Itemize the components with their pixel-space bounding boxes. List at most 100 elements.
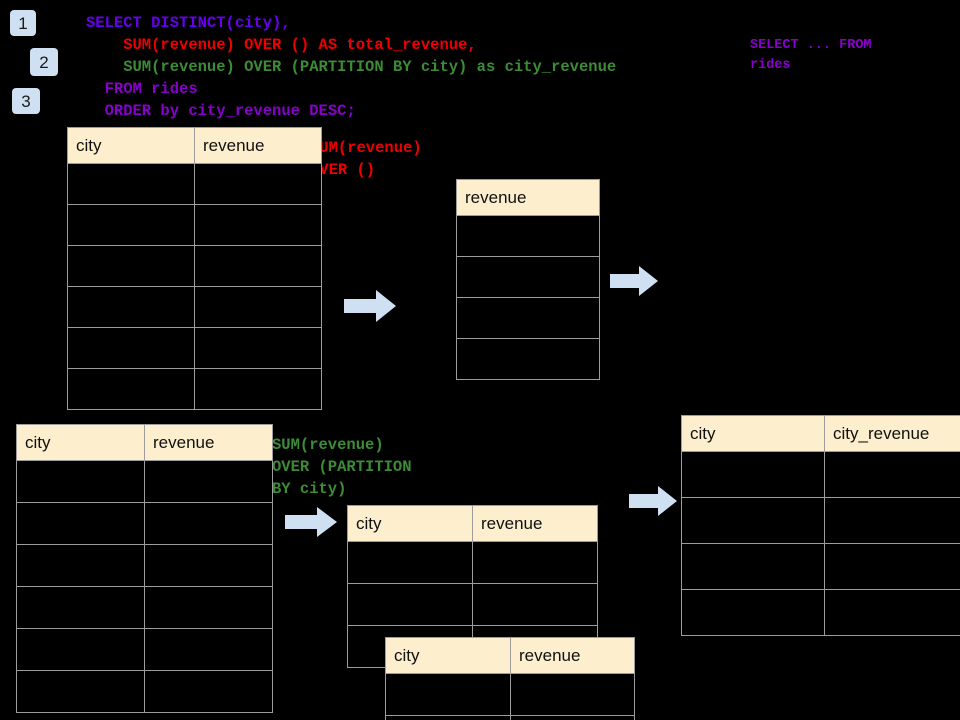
column-header-revenue: revenue [194,127,322,164]
column-header-revenue: revenue [510,637,635,674]
table-row [67,327,322,369]
table-row [456,256,600,298]
cell-city [16,586,145,629]
step-badge-3: 3 [12,88,40,114]
cell-city [67,245,195,287]
sql-line-order-by: ORDER by city_revenue DESC; [86,102,356,120]
table-row [16,544,273,587]
column-header-city-revenue: city_revenue [824,415,960,452]
table-header-row: city revenue [67,127,322,164]
arrow-right-icon-source-to-total [344,290,396,322]
table-row [681,589,960,636]
cell-city [16,670,145,713]
cell-city-revenue [824,589,960,636]
cell-revenue [194,286,322,328]
table-row [67,368,322,410]
table-row [456,338,600,380]
cell-city-revenue [824,543,960,590]
column-header-revenue: revenue [144,424,273,461]
table-row [16,628,273,671]
table-row [16,670,273,713]
cell-revenue [510,715,635,720]
column-header-city: city [385,637,511,674]
sql-line-select: SELECT DISTINCT(city), [86,14,291,32]
cell-city [347,583,473,626]
cell-city [681,497,825,544]
cell-revenue [194,245,322,287]
cell-revenue [472,583,598,626]
table-row [385,715,635,720]
column-header-city: city [16,424,145,461]
cell-city-revenue [824,497,960,544]
cell-city [681,589,825,636]
cell-revenue [144,502,273,545]
annotation-sum-over-partition: SUM(revenue) OVER (PARTITION BY city) [272,436,412,498]
cell-revenue [472,541,598,584]
annotation-sum-over-empty: SUM(revenue) OVER () [310,139,422,179]
cell-city [16,628,145,671]
table-row [681,543,960,590]
step-badge-2: 2 [30,48,58,76]
column-header-revenue: revenue [472,505,598,542]
column-header-revenue: revenue [456,179,600,216]
cell-revenue [456,256,600,298]
cell-city [681,543,825,590]
cell-revenue [194,163,322,205]
cell-city [67,286,195,328]
table-header-row: revenue [456,179,600,216]
cell-revenue [194,327,322,369]
arrow-right-icon-partition-to-result [629,486,677,516]
arrow-right-icon-total-to-result [610,266,658,296]
cell-revenue [510,673,635,716]
cell-city [16,502,145,545]
table-row [681,497,960,544]
table-header-row: city revenue [347,505,598,542]
cell-city [347,541,473,584]
table-row [456,215,600,257]
cell-city [16,460,145,503]
column-header-city: city [347,505,473,542]
column-header-city: city [67,127,195,164]
cell-revenue [144,544,273,587]
cell-city [385,715,511,720]
table-header-row: city revenue [385,637,635,674]
annotation-select-from: SELECT ... FROM rides [750,38,872,73]
cell-revenue [456,215,600,257]
table-row [385,673,635,716]
cell-city [67,204,195,246]
table-row [347,583,598,626]
table-row [681,451,960,498]
table-row [456,297,600,339]
table-total-revenue: revenue [456,179,600,380]
cell-city [16,544,145,587]
table-row [16,586,273,629]
cell-city [67,327,195,369]
table-partition-group-front: city revenue [385,637,635,720]
table-header-row: city city_revenue [681,415,960,452]
cell-revenue [194,204,322,246]
cell-revenue [144,586,273,629]
cell-city [681,451,825,498]
step-badge-1: 1 [10,10,36,36]
table-row [347,541,598,584]
table-final-result: city city_revenue [681,415,960,636]
table-rides-source-top: city revenue [67,127,322,410]
sql-line-city-revenue: SUM(revenue) OVER (PARTITION BY city) as… [86,58,617,76]
table-row [16,460,273,503]
table-row [67,163,322,205]
sql-line-total-revenue: SUM(revenue) OVER () AS total_revenue, [86,36,477,54]
cell-city [385,673,511,716]
cell-revenue [144,670,273,713]
cell-revenue [144,628,273,671]
cell-revenue [456,338,600,380]
arrow-right-icon-source-to-partition [285,507,337,537]
table-row [67,204,322,246]
table-row [67,245,322,287]
cell-revenue [194,368,322,410]
cell-revenue [456,297,600,339]
column-header-city: city [681,415,825,452]
cell-revenue [144,460,273,503]
cell-city [67,163,195,205]
table-header-row: city revenue [16,424,273,461]
